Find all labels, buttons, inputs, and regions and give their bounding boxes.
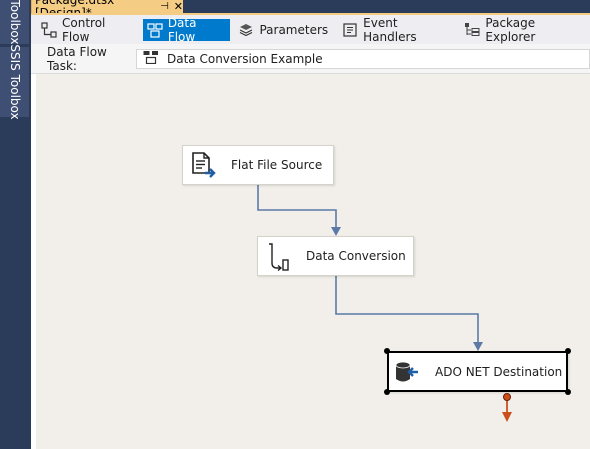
tab-data-flow-label: Data Flow	[167, 15, 197, 44]
tab-parameters-label: Parameters	[259, 22, 329, 37]
parameters-icon	[238, 22, 254, 38]
data-flow-task-value: Data Conversion Example	[167, 51, 323, 66]
pin-icon[interactable]: ⊣	[160, 1, 169, 12]
canvas-left-edge	[31, 74, 36, 449]
tab-control-flow[interactable]: Control Flow	[37, 15, 139, 44]
data-flow-task-icon	[143, 50, 159, 67]
designer-tab-bar: Control Flow Data Flow Parameters Event …	[31, 15, 590, 44]
tab-event-handlers-label: Event Handlers	[363, 15, 417, 44]
ado-net-destination-component[interactable]: ADO NET Destination	[387, 351, 568, 392]
arrow-into-data-conversion	[331, 227, 341, 236]
selection-handle-top-left[interactable]	[384, 348, 390, 354]
package-explorer-icon	[464, 22, 480, 38]
data-flow-task-row: Data Flow Task: Data Conversion Example	[31, 44, 590, 74]
arrow-into-destination	[473, 342, 483, 351]
flat-file-source-label: Flat File Source	[231, 158, 323, 172]
event-handlers-icon	[342, 22, 358, 38]
data-flow-icon	[147, 22, 163, 38]
control-flow-icon	[41, 21, 57, 38]
selection-handle-top-right[interactable]	[565, 348, 571, 354]
data-flow-task-select[interactable]: Data Conversion Example	[136, 48, 590, 69]
flat-file-source-icon	[190, 151, 218, 179]
tab-event-handlers[interactable]: Event Handlers	[338, 15, 456, 44]
selection-handle-bottom-left[interactable]	[384, 389, 390, 395]
toolbox-side-tab[interactable]: Toolbox	[0, 0, 29, 44]
side-tool-panel: Toolbox SSIS Toolbox	[0, 0, 31, 449]
data-conversion-icon	[266, 241, 292, 271]
tab-package-explorer[interactable]: Package Explorer	[460, 15, 590, 44]
data-conversion-component[interactable]: Data Conversion	[257, 236, 414, 276]
tab-parameters[interactable]: Parameters	[234, 19, 334, 41]
data-flow-task-label: Data Flow Task:	[47, 44, 107, 73]
error-output-handle[interactable]	[503, 393, 511, 401]
error-output-arrow	[502, 412, 512, 422]
document-tab-underline	[31, 13, 590, 15]
ssis-toolbox-side-tab[interactable]: SSIS Toolbox	[0, 44, 29, 120]
flat-file-source-component[interactable]: Flat File Source	[182, 145, 334, 185]
tab-data-flow[interactable]: Data Flow	[142, 15, 231, 44]
ado-net-destination-icon	[395, 359, 419, 385]
close-icon[interactable]: ✕	[173, 0, 183, 13]
tab-control-flow-label: Control Flow	[62, 15, 106, 44]
data-conversion-label: Data Conversion	[306, 249, 406, 263]
selection-handle-bottom-right[interactable]	[565, 389, 571, 395]
path-flat-file-to-conversion[interactable]	[257, 185, 337, 228]
path-conversion-to-destination[interactable]	[335, 276, 479, 343]
ado-net-destination-label: ADO NET Destination	[435, 364, 563, 379]
tab-package-explorer-label: Package Explorer	[485, 15, 536, 44]
